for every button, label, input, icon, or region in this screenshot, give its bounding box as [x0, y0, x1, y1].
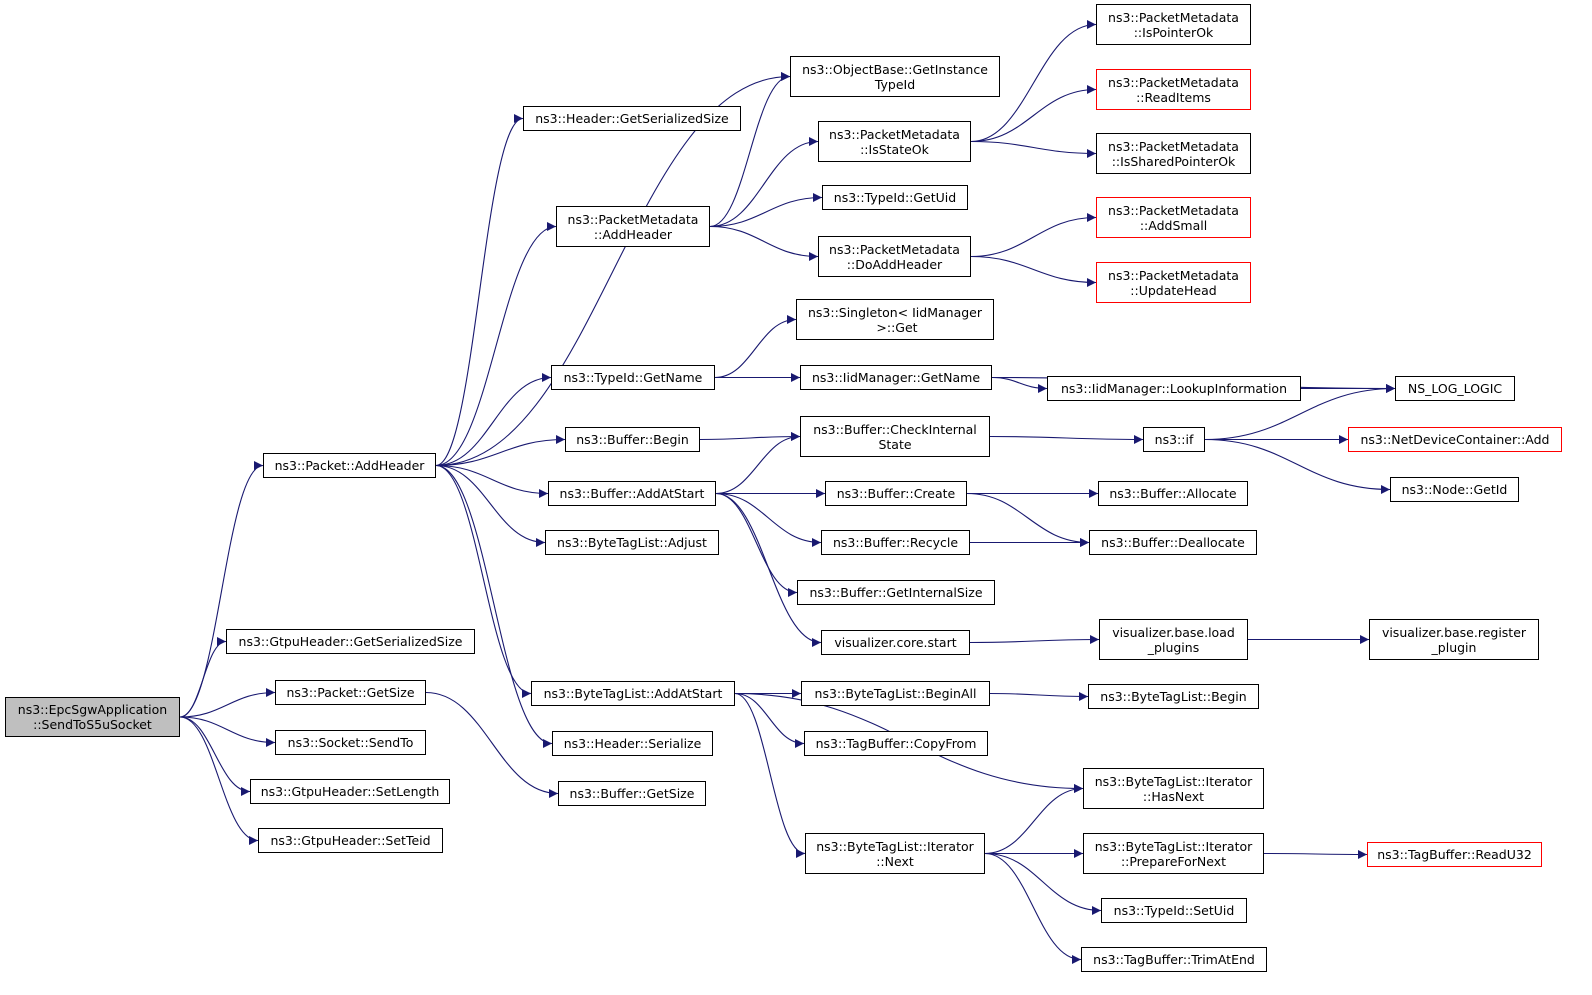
node-ns3-packet-getsize[interactable]: ns3::Packet::GetSize [275, 680, 426, 705]
edge-ns3-packet-addheader-to-ns3-buffer-begin [435, 435, 566, 467]
node-ns3-buffer-checkinternal-state[interactable]: ns3::Buffer::CheckInternal State [800, 416, 990, 457]
node-ns3-header-serialize[interactable]: ns3::Header::Serialize [552, 731, 713, 756]
edge-ns3-packet-addheader-to-ns3-header-serialize [435, 464, 553, 748]
node-ns3-buffer-getinternalsize[interactable]: ns3::Buffer::GetInternalSize [797, 580, 995, 605]
edge-ns3-iidmanager-getname-to-ns3-iidmanager-lookupinformation [991, 376, 1048, 393]
node-ns3-objectbase-getinstance-typeid[interactable]: ns3::ObjectBase::GetInstance TypeId [790, 56, 1000, 97]
node-ns3-packetmetadata-addheader[interactable]: ns3::PacketMetadata ::AddHeader [556, 206, 710, 247]
node-ns3-tagbuffer-copyfrom[interactable]: ns3::TagBuffer::CopyFrom [804, 731, 988, 756]
edge-ns3-bytetaglist-iterator-next-to-ns3-bytetaglist-iterator-hasnext [984, 784, 1084, 855]
node-ns3-packetmetadata-isstateok[interactable]: ns3::PacketMetadata ::IsStateOk [818, 121, 971, 162]
node-ns3-gtpuheader-getserializedsize[interactable]: ns3::GtpuHeader::GetSerializedSize [226, 629, 475, 654]
edge-ns3-packet-addheader-to-ns3-packetmetadata-addheader [435, 222, 557, 467]
edge-ns3-packetmetadata-addheader-to-ns3-packetmetadata-doaddheader [709, 225, 819, 261]
node-ns3-bytetaglist-addatstart[interactable]: ns3::ByteTagList::AddAtStart [531, 681, 735, 706]
node-ns3-netdevicecontainer-add[interactable]: ns3::NetDeviceContainer::Add [1348, 427, 1562, 452]
edge-ns3-packet-getsize-to-ns3-buffer-getsize [425, 691, 559, 798]
edge-visualizer-core-start-to-visualizer-base-load-plugins [969, 635, 1100, 645]
edge-ns3-typeid-getname-to-ns3-singleton-iidmanager-get [714, 315, 797, 379]
node-visualizer-core-start[interactable]: visualizer.core.start [821, 630, 970, 655]
edge-ns3-bytetaglist-iterator-next-to-ns3-tagbuffer-trimatend [984, 852, 1082, 964]
edge-ns3-bytetaglist-iterator-preparefornext-to-ns3-tagbuffer-readu32 [1263, 849, 1368, 859]
node-ns3-iidmanager-getname[interactable]: ns3::IidManager::GetName [800, 365, 992, 390]
edge-ns3-epcsgwapplication-sendtos5usocket-to-ns3-socket-sendto [179, 716, 276, 747]
node-ns3-typeid-getname[interactable]: ns3::TypeId::GetName [551, 365, 715, 390]
edge-ns3-if-to-ns-log-logic [1204, 384, 1396, 441]
node-ns3-packetmetadata-issharedpointerok[interactable]: ns3::PacketMetadata ::IsSharedPointerOk [1096, 133, 1251, 174]
edge-ns3-bytetaglist-beginall-to-ns3-bytetaglist-begin [989, 691, 1089, 701]
node-ns3-bytetaglist-iterator-preparefornext[interactable]: ns3::ByteTagList::Iterator ::PrepareForN… [1083, 833, 1264, 874]
node-ns3-buffer-allocate[interactable]: ns3::Buffer::Allocate [1098, 481, 1248, 506]
edge-ns3-packetmetadata-addheader-to-ns3-typeid-getuid [709, 193, 823, 228]
node-ns3-buffer-recycle[interactable]: ns3::Buffer::Recycle [821, 530, 970, 555]
node-ns3-packetmetadata-readitems[interactable]: ns3::PacketMetadata ::ReadItems [1096, 69, 1251, 110]
node-ns3-if[interactable]: ns3::if [1143, 427, 1205, 452]
edge-ns3-packetmetadata-isstateok-to-ns3-packetmetadata-readitems [970, 85, 1097, 143]
edge-ns3-buffer-addatstart-to-ns3-buffer-checkinternal-state [715, 432, 801, 495]
edge-ns3-epcsgwapplication-sendtos5usocket-to-ns3-gtpuheader-setteid [179, 716, 259, 845]
edge-ns3-packetmetadata-isstateok-to-ns3-packetmetadata-issharedpointerok [970, 140, 1097, 158]
edge-ns3-packet-addheader-to-ns3-header-getserializedsize [435, 114, 524, 467]
edge-ns3-packetmetadata-addheader-to-ns3-packetmetadata-isstateok [709, 137, 819, 228]
node-ns3-packetmetadata-doaddheader[interactable]: ns3::PacketMetadata ::DoAddHeader [818, 236, 971, 277]
edge-ns3-epcsgwapplication-sendtos5usocket-to-ns3-gtpuheader-getserializedsize [179, 637, 227, 718]
node-ns3-bytetaglist-iterator-hasnext[interactable]: ns3::ByteTagList::Iterator ::HasNext [1083, 768, 1264, 809]
edge-ns3-packet-addheader-to-ns3-bytetaglist-adjust [435, 464, 546, 547]
node-ns-log-logic[interactable]: NS_LOG_LOGIC [1395, 376, 1515, 401]
node-ns3-gtpuheader-setteid[interactable]: ns3::GtpuHeader::SetTeid [258, 828, 443, 853]
node-visualizer-base-load-plugins[interactable]: visualizer.base.load _plugins [1099, 619, 1248, 660]
node-ns3-bytetaglist-begin[interactable]: ns3::ByteTagList::Begin [1088, 684, 1259, 709]
edge-ns3-buffer-create-to-ns3-buffer-deallocate [966, 492, 1090, 547]
node-ns3-buffer-addatstart[interactable]: ns3::Buffer::AddAtStart [548, 481, 716, 506]
node-ns3-header-getserializedsize[interactable]: ns3::Header::GetSerializedSize [523, 106, 741, 131]
node-ns3-tagbuffer-readu32[interactable]: ns3::TagBuffer::ReadU32 [1367, 842, 1542, 867]
edge-ns3-buffer-addatstart-to-ns3-buffer-recycle [715, 492, 822, 547]
edge-ns3-bytetaglist-addatstart-to-ns3-tagbuffer-copyfrom [734, 692, 805, 748]
node-ns3-typeid-setuid[interactable]: ns3::TypeId::SetUid [1101, 898, 1247, 923]
node-ns3-gtpuheader-setlength[interactable]: ns3::GtpuHeader::SetLength [250, 779, 450, 804]
edge-ns3-packetmetadata-addheader-to-ns3-objectbase-getinstance-typeid [709, 72, 791, 228]
edge-ns3-bytetaglist-iterator-next-to-ns3-typeid-setuid [984, 852, 1102, 915]
node-ns3-bytetaglist-adjust[interactable]: ns3::ByteTagList::Adjust [545, 530, 719, 555]
node-ns3-packetmetadata-addsmall[interactable]: ns3::PacketMetadata ::AddSmall [1096, 197, 1251, 238]
node-ns3-packet-addheader[interactable]: ns3::Packet::AddHeader [263, 453, 436, 478]
edge-ns3-bytetaglist-addatstart-to-ns3-bytetaglist-iterator-next [734, 692, 806, 858]
edge-ns3-buffer-checkinternal-state-to-ns3-if [989, 434, 1144, 444]
node-ns3-bytetaglist-beginall[interactable]: ns3::ByteTagList::BeginAll [801, 681, 990, 706]
edge-ns3-packetmetadata-isstateok-to-ns3-packetmetadata-ispointerok [970, 20, 1097, 143]
node-visualizer-base-register-plugin[interactable]: visualizer.base.register _plugin [1369, 619, 1539, 660]
edge-ns3-buffer-begin-to-ns3-buffer-checkinternal-state [699, 432, 801, 442]
node-ns3-socket-sendto[interactable]: ns3::Socket::SendTo [275, 730, 426, 755]
edge-ns3-packet-addheader-to-ns3-typeid-getname [435, 373, 552, 467]
node-ns3-buffer-create[interactable]: ns3::Buffer::Create [825, 481, 967, 506]
edge-ns3-packetmetadata-doaddheader-to-ns3-packetmetadata-updatehead [970, 255, 1097, 287]
edge-ns3-buffer-addatstart-to-ns3-buffer-getinternalsize [715, 492, 798, 597]
node-ns3-node-getid[interactable]: ns3::Node::GetId [1390, 477, 1519, 502]
node-ns3-singleton-iidmanager-get[interactable]: ns3::Singleton< IidManager >::Get [796, 299, 994, 340]
edge-ns3-if-to-ns3-node-getid [1204, 438, 1391, 494]
edge-ns3-buffer-addatstart-to-visualizer-core-start [715, 492, 822, 647]
edge-ns3-epcsgwapplication-sendtos5usocket-to-ns3-packet-getsize [179, 688, 276, 718]
edge-ns3-packet-addheader-to-ns3-bytetaglist-addatstart [435, 464, 532, 698]
node-ns3-buffer-getsize[interactable]: ns3::Buffer::GetSize [558, 781, 706, 806]
node-ns3-epcsgwapplication-sendtos5usocket: ns3::EpcSgwApplication ::SendToS5uSocket [5, 697, 180, 737]
node-ns3-bytetaglist-iterator-next[interactable]: ns3::ByteTagList::Iterator ::Next [805, 833, 985, 874]
edge-ns3-packet-addheader-to-ns3-objectbase-getinstance-typeid [435, 72, 791, 467]
node-ns3-iidmanager-lookupinformation[interactable]: ns3::IidManager::LookupInformation [1047, 376, 1301, 401]
node-ns3-buffer-deallocate[interactable]: ns3::Buffer::Deallocate [1089, 530, 1257, 555]
edge-ns3-packetmetadata-doaddheader-to-ns3-packetmetadata-addsmall [970, 213, 1097, 258]
node-ns3-tagbuffer-trimatend[interactable]: ns3::TagBuffer::TrimAtEnd [1081, 947, 1267, 972]
node-ns3-buffer-begin[interactable]: ns3::Buffer::Begin [565, 427, 700, 452]
node-ns3-packetmetadata-updatehead[interactable]: ns3::PacketMetadata ::UpdateHead [1096, 262, 1251, 303]
edge-ns3-packet-addheader-to-ns3-buffer-addatstart [435, 464, 549, 498]
node-ns3-typeid-getuid[interactable]: ns3::TypeId::GetUid [822, 185, 968, 210]
node-ns3-packetmetadata-ispointerok[interactable]: ns3::PacketMetadata ::IsPointerOk [1096, 4, 1251, 45]
